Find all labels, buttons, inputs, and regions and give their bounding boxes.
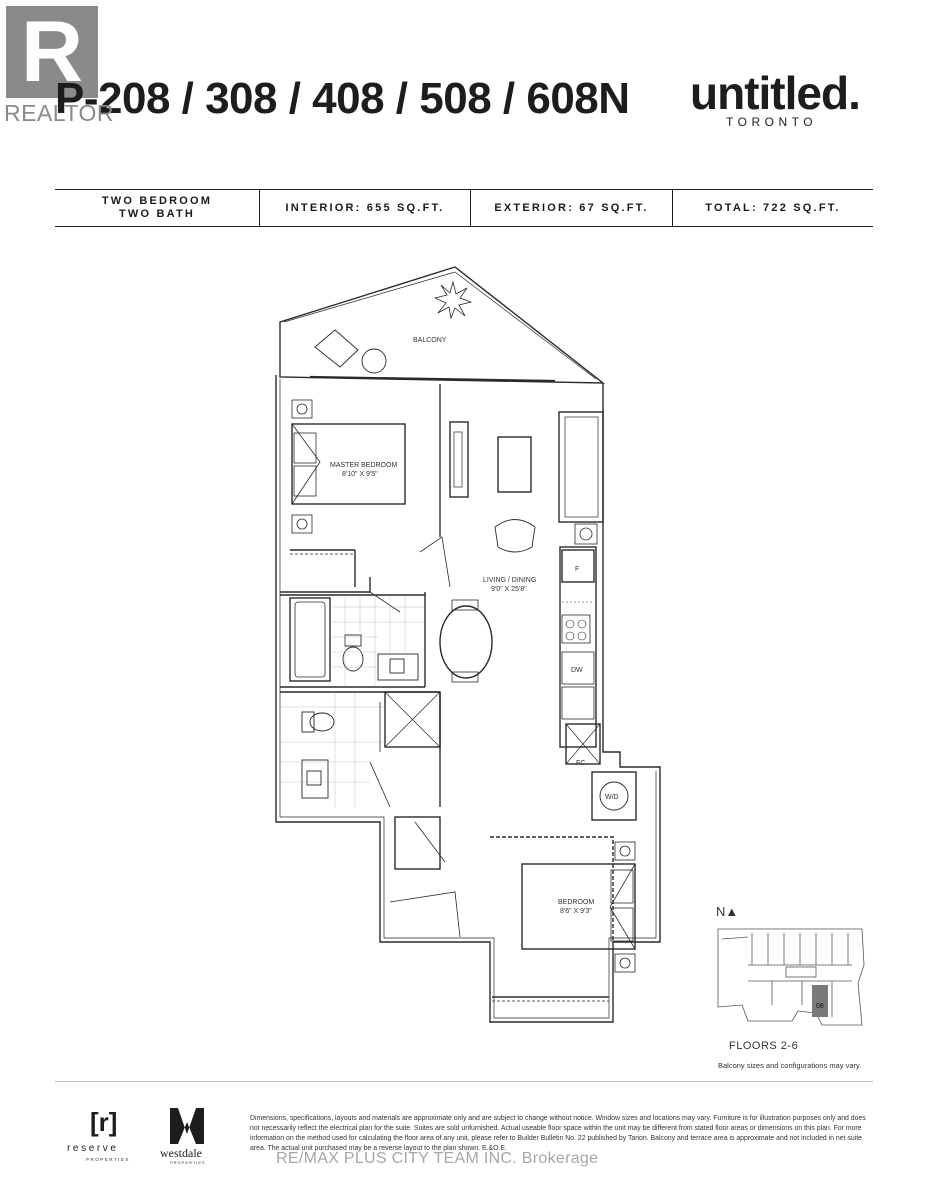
spec-bedrooms: TWO BEDROOM	[101, 195, 213, 207]
spec-exterior: EXTERIOR: 67 SQ.FT.	[494, 201, 649, 214]
dishwasher	[561, 651, 595, 685]
vanity-sink	[377, 653, 419, 681]
balcony-table	[361, 348, 387, 374]
westdale-logo-icon	[170, 1108, 204, 1144]
bed-2	[521, 863, 636, 950]
reserve-wordmark: reserve	[67, 1143, 119, 1154]
spec-divider	[259, 190, 260, 226]
master-bedroom-dims: 8'10" X 9'5"	[342, 471, 378, 478]
bedroom-dims: 8'6" X 9'3"	[560, 908, 592, 915]
toilet	[342, 646, 364, 672]
westdale-wordmark: westdale	[160, 1146, 202, 1160]
balcony-note: Balcony sizes and configurations may var…	[718, 1061, 862, 1070]
unit-number: 08	[816, 1003, 824, 1010]
page-title: P-208 / 308 / 408 / 508 / 608N	[55, 74, 630, 123]
spec-divider	[470, 190, 471, 226]
specs-bar: TWO BEDROOM TWO BATH INTERIOR: 655 SQ.FT…	[55, 189, 873, 227]
fridge-label: F	[575, 566, 579, 573]
cooktop	[561, 614, 591, 644]
accent-chair	[494, 519, 536, 553]
spec-unit-type: TWO BEDROOM TWO BATH	[55, 190, 259, 226]
sofa	[558, 411, 604, 523]
spec-interior: INTERIOR: 655 SQ.FT.	[285, 201, 445, 214]
coffee-table	[497, 436, 532, 493]
floors-label: FLOORS 2-6	[729, 1040, 799, 1052]
bedroom-2-walls	[490, 836, 614, 942]
north-indicator: N▲	[716, 904, 739, 919]
fan-coil	[565, 723, 601, 765]
plant-icon	[433, 280, 473, 320]
master-bed	[291, 423, 406, 505]
realtor-r-letter: R	[20, 4, 84, 100]
washer-dryer-label: W/D	[605, 794, 619, 801]
living-dining-dims: 9'0" X 25'8"	[491, 586, 527, 593]
footer-divider	[55, 1081, 873, 1082]
balcony-chair	[314, 329, 359, 368]
brand-city: TORONTO	[726, 115, 818, 129]
realtor-r-icon: R	[6, 6, 98, 98]
balcony-label: BALCONY	[413, 337, 447, 344]
bedroom-label: BEDROOM	[558, 899, 594, 906]
reserve-subtitle: PROPERTIES	[86, 1157, 130, 1162]
washer-dryer	[591, 771, 637, 821]
disclaimer-text: Dimensions, specifications, layouts and …	[250, 1115, 866, 1152]
realtor-logo: R	[0, 0, 100, 128]
toilet-2	[309, 712, 335, 732]
balcony-outline	[279, 266, 606, 384]
westdale-subtitle: PROPERTIES	[170, 1160, 206, 1165]
shower	[384, 691, 441, 748]
fan-coil-label: FC	[576, 760, 585, 767]
reserve-logo: [r]	[90, 1107, 118, 1137]
key-plan: 08	[717, 928, 865, 1026]
kitchen-sink	[561, 686, 595, 720]
master-bedroom-label: MASTER BEDROOM	[330, 462, 397, 469]
living-dining-label: LIVING / DINING	[483, 577, 536, 584]
brokerage-watermark: RE/MAX PLUS CITY TEAM INC. Brokerage	[276, 1150, 599, 1167]
tv-unit	[449, 421, 469, 498]
kitchen-counter	[559, 546, 597, 748]
dining-table	[439, 605, 493, 679]
floor-plan: BALCONY MASTER BEDROOM 8'10" X 9'5" LIVI…	[275, 266, 661, 1023]
realtor-wordmark: REALTOR	[4, 100, 115, 126]
unit-highlight	[812, 985, 828, 1017]
dishwasher-label: DW	[571, 667, 583, 674]
unit-outer-walls	[275, 375, 661, 1023]
spec-total: TOTAL: 722 SQ.FT.	[705, 201, 841, 214]
brand-logo: untitled.	[690, 67, 861, 119]
vanity-sink-2	[301, 759, 329, 799]
bathtub	[289, 597, 331, 682]
spec-bathrooms: TWO BATH	[118, 208, 196, 220]
fridge	[561, 549, 595, 583]
spec-divider	[672, 190, 673, 226]
